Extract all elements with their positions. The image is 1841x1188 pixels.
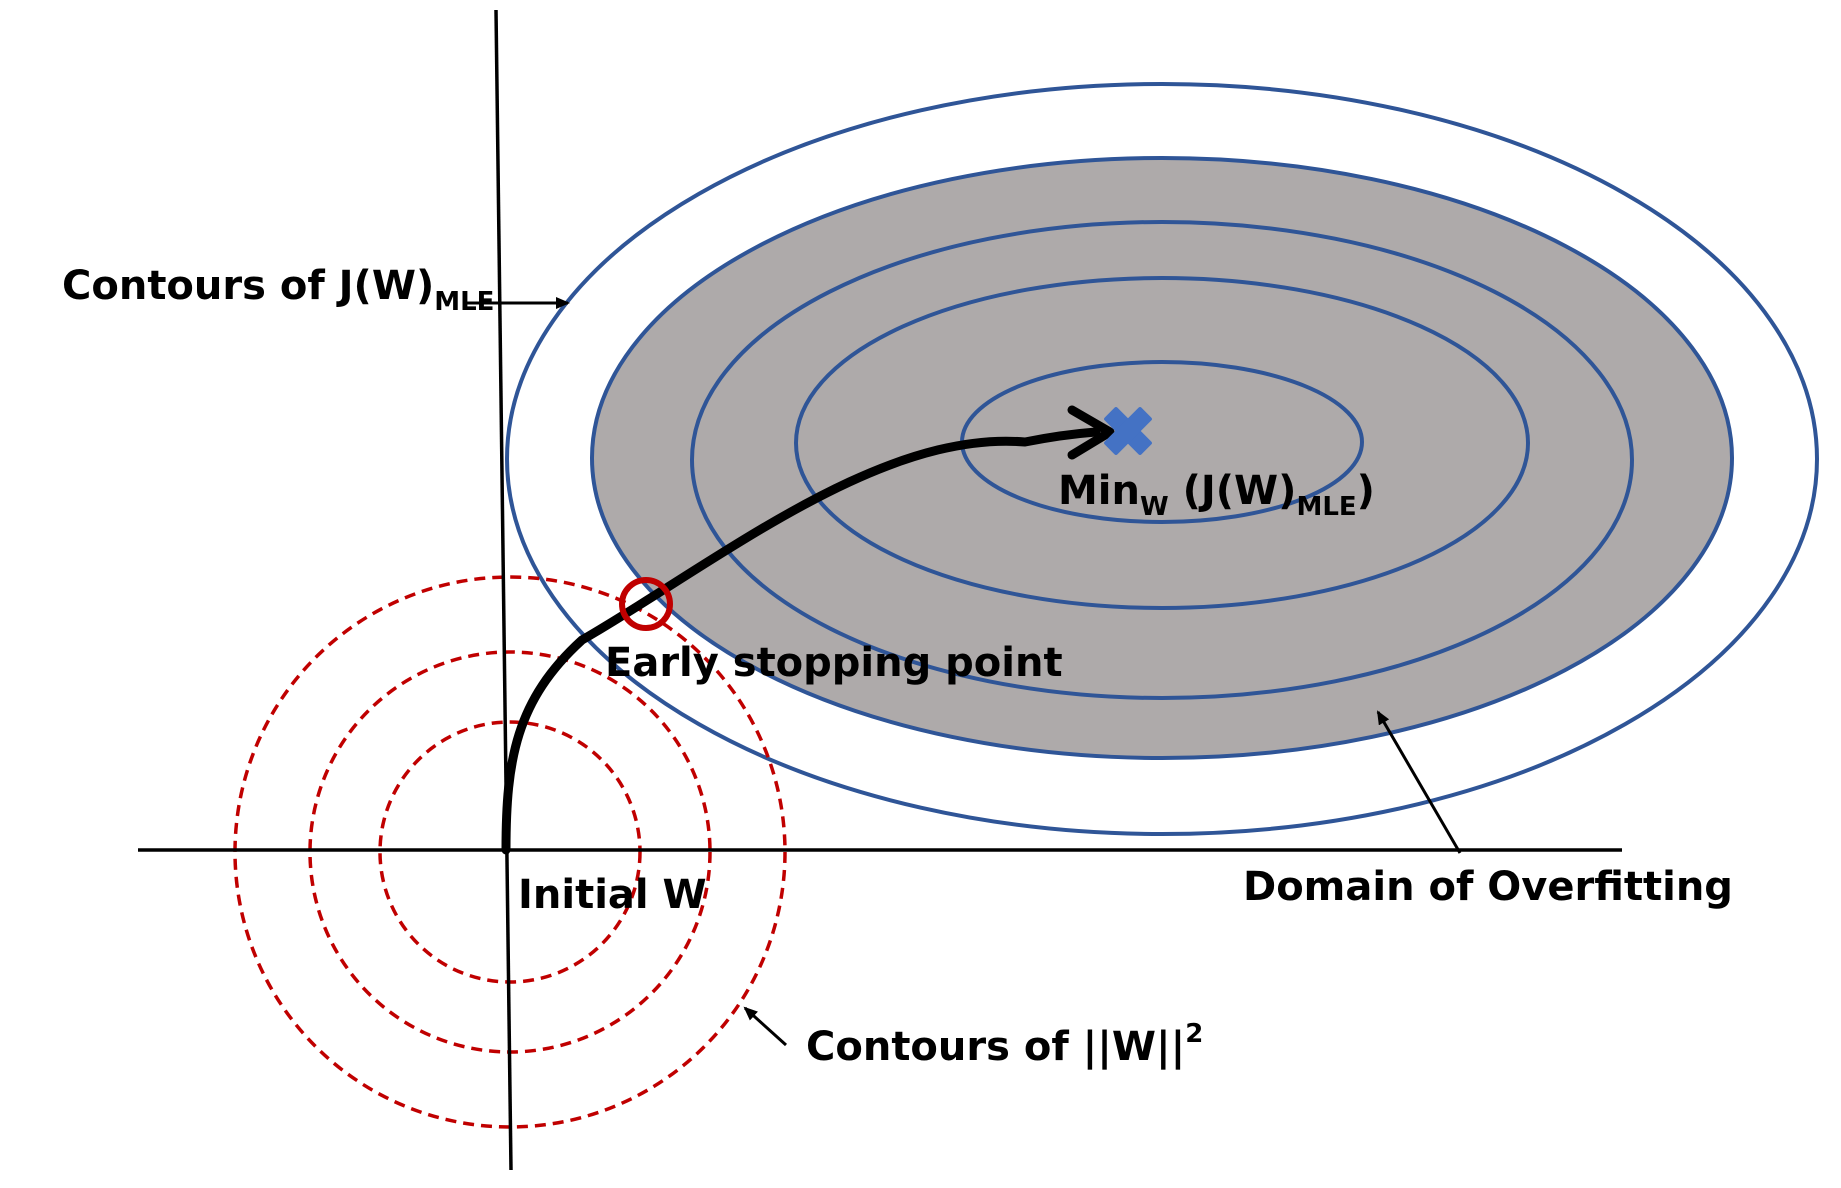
contour-w-outer xyxy=(233,575,787,1129)
domain-overfitting-arrow xyxy=(1376,710,1462,854)
overfitting-domain-ellipse xyxy=(590,156,1734,760)
circle-ring-icon xyxy=(619,577,673,631)
domain-overfitting-label: Domain of Overfitting xyxy=(1243,864,1733,910)
y-axis xyxy=(494,9,513,1171)
min-label: MinW (J(W)MLE) xyxy=(1058,468,1375,522)
initial-w-label: Initial W xyxy=(518,872,707,918)
contours-j-label: Contours of J(W)MLE xyxy=(62,263,494,317)
contour-j-2 xyxy=(794,276,1530,610)
path-arrowhead xyxy=(1067,405,1115,460)
contours-w-label: Contours of ||W||2 xyxy=(806,1019,1203,1071)
contour-j-3 xyxy=(690,220,1634,700)
contours-w-arrow xyxy=(743,1006,788,1047)
x-cross-icon xyxy=(1104,407,1152,455)
early-stopping-label: Early stopping point xyxy=(605,640,1063,686)
optimization-path xyxy=(501,427,1101,855)
